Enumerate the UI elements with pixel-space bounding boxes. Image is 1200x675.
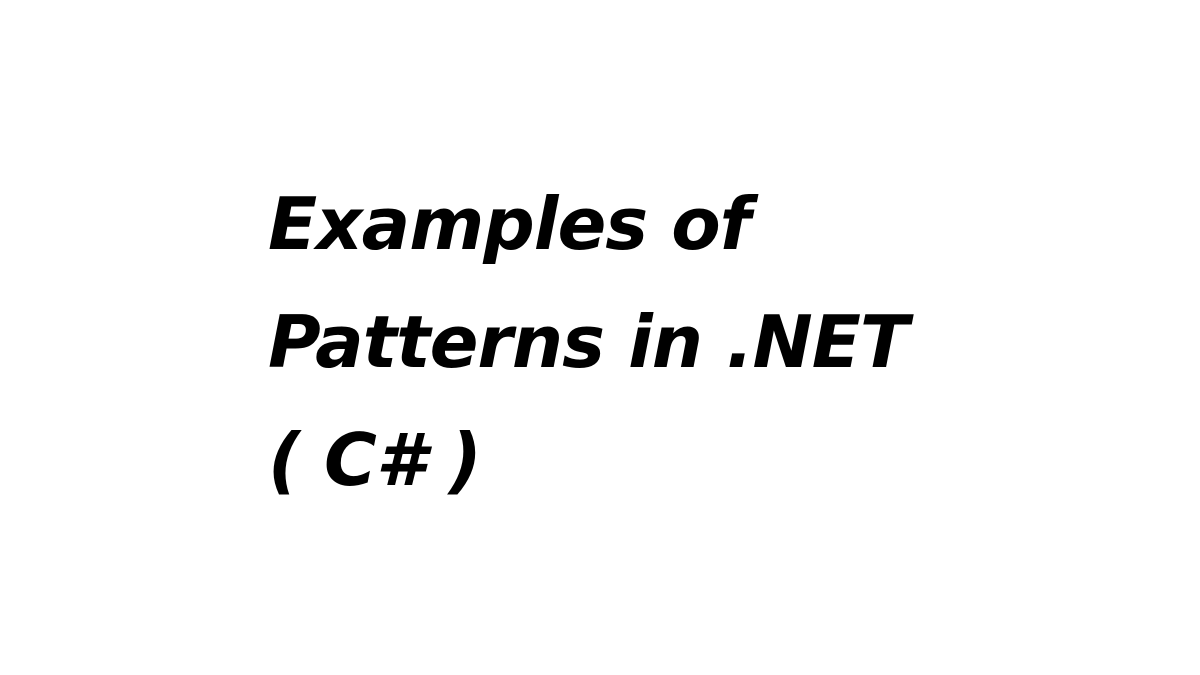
title-line-3: ( C# ) bbox=[268, 418, 482, 502]
title-line-1: Examples of bbox=[268, 182, 751, 266]
title-line-2: Patterns in .NET bbox=[268, 300, 909, 384]
slide-title: Examples of Patterns in .NET ( C# ) bbox=[268, 165, 968, 519]
